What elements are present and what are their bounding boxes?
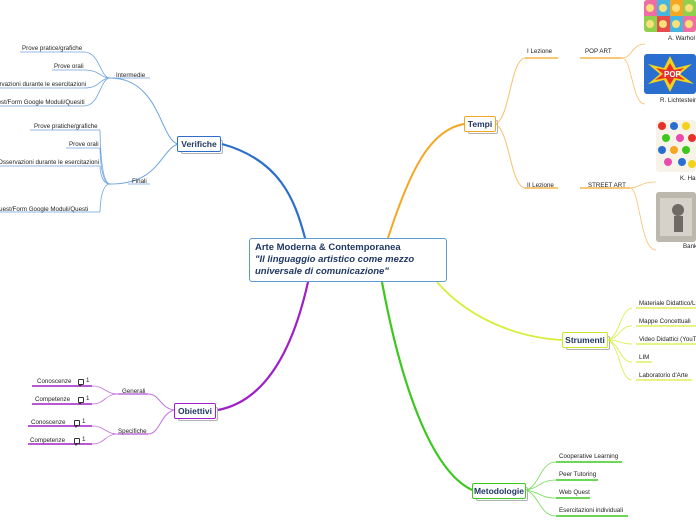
metodologie-item-2[interactable]: Peer Tutoring [559, 471, 596, 479]
note-icon[interactable] [78, 397, 84, 403]
finali-item-2[interactable]: Prove orali [69, 141, 99, 149]
branch-obiettivi[interactable]: Obiettivi [174, 403, 216, 419]
strumenti-item-2[interactable]: Mappe Concettuali [639, 318, 691, 326]
branch-verifiche-label: Verifiche [181, 139, 216, 149]
specifiche-competenze[interactable]: Competenze [30, 437, 65, 445]
obiettivi-generali[interactable]: Generali [122, 388, 145, 396]
note-count: 1 [82, 418, 85, 425]
intermedie-item-1[interactable]: Prove pratice/grafiche [22, 45, 82, 53]
warhol-image[interactable] [644, 0, 696, 32]
generali-competenze[interactable]: Competenze [35, 396, 70, 404]
artist-haring: K. Haring [680, 175, 696, 183]
tempi-topic-streetart[interactable]: STREET ART [588, 182, 626, 190]
artist-lichtenstein: R. Lichtestein [660, 97, 696, 105]
strumenti-item-1[interactable]: Materiale Didattico/LIBRO [639, 300, 696, 308]
lichtenstein-image[interactable]: POP [644, 54, 696, 94]
intermedie-item-4[interactable]: Web Quest/Form Google Moduli/Quesiti [0, 99, 85, 107]
artist-banksy: Banksy [683, 243, 696, 251]
note-icon[interactable] [78, 379, 84, 385]
finali-item-3[interactable]: Osservazioni durante le esercitazioni [0, 159, 99, 167]
specifiche-conoscenze[interactable]: Conoscenze [31, 419, 65, 427]
note-count: 1 [86, 395, 89, 402]
metodologie-item-3[interactable]: Web Quest [559, 489, 590, 497]
branch-strumenti[interactable]: Strumenti [562, 332, 608, 348]
warhol-image-art [644, 0, 696, 32]
intermedie-item-2[interactable]: Prove orali [54, 63, 84, 71]
strumenti-item-3[interactable]: Video Didattici (YouTube) [639, 336, 696, 344]
central-subtitle: "Il linguaggio artistico come mezzo univ… [255, 254, 441, 278]
verifiche-finali[interactable]: Finali [132, 178, 147, 186]
note-icon[interactable] [74, 420, 80, 426]
intermedie-item-3[interactable]: Osservazioni durante le esercitazioni [0, 81, 86, 89]
strumenti-item-4[interactable]: LIM [639, 354, 649, 362]
finali-item-1[interactable]: Prove pratiche/grafiche [34, 123, 98, 131]
branch-strumenti-label: Strumenti [565, 335, 605, 345]
strumenti-item-5[interactable]: Laboratorio d'Arte [639, 372, 688, 380]
generali-conoscenze[interactable]: Conoscenze [37, 378, 71, 386]
haring-image[interactable] [656, 120, 696, 172]
lichtenstein-image-art: POP [644, 54, 696, 94]
branch-verifiche[interactable]: Verifiche [177, 136, 221, 152]
note-count: 1 [86, 377, 89, 384]
banksy-image-art [656, 192, 696, 242]
finali-item-4[interactable]: Web Quest/Form Google Moduli/Questi [0, 206, 88, 214]
verifiche-intermedie[interactable]: Intermedie [116, 72, 145, 80]
branch-obiettivi-label: Obiettivi [178, 406, 212, 416]
metodologie-item-1[interactable]: Cooperative Learning [559, 453, 618, 461]
branch-tempi[interactable]: Tempi [464, 116, 496, 132]
central-topic[interactable]: Arte Moderna & Contemporanea "Il linguag… [249, 238, 447, 282]
branch-metodologie-label: Metodologie [474, 486, 524, 496]
branch-metodologie[interactable]: Metodologie [472, 483, 526, 499]
branch-tempi-label: Tempi [468, 119, 492, 129]
svg-text:POP: POP [664, 70, 682, 79]
haring-image-art [656, 120, 696, 172]
artist-warhol: A. Warhol [668, 35, 695, 43]
metodologie-item-4[interactable]: Esercitazioni individuali [559, 507, 623, 515]
note-count: 1 [82, 436, 85, 443]
tempi-lezione-1[interactable]: I Lezione [527, 48, 552, 56]
central-title: Arte Moderna & Contemporanea [255, 242, 441, 254]
banksy-image[interactable] [656, 192, 696, 242]
obiettivi-specifiche[interactable]: Specifiche [118, 428, 147, 436]
note-icon[interactable] [74, 438, 80, 444]
tempi-lezione-2[interactable]: II Lezione [527, 182, 554, 190]
tempi-topic-popart[interactable]: POP ART [585, 48, 612, 56]
